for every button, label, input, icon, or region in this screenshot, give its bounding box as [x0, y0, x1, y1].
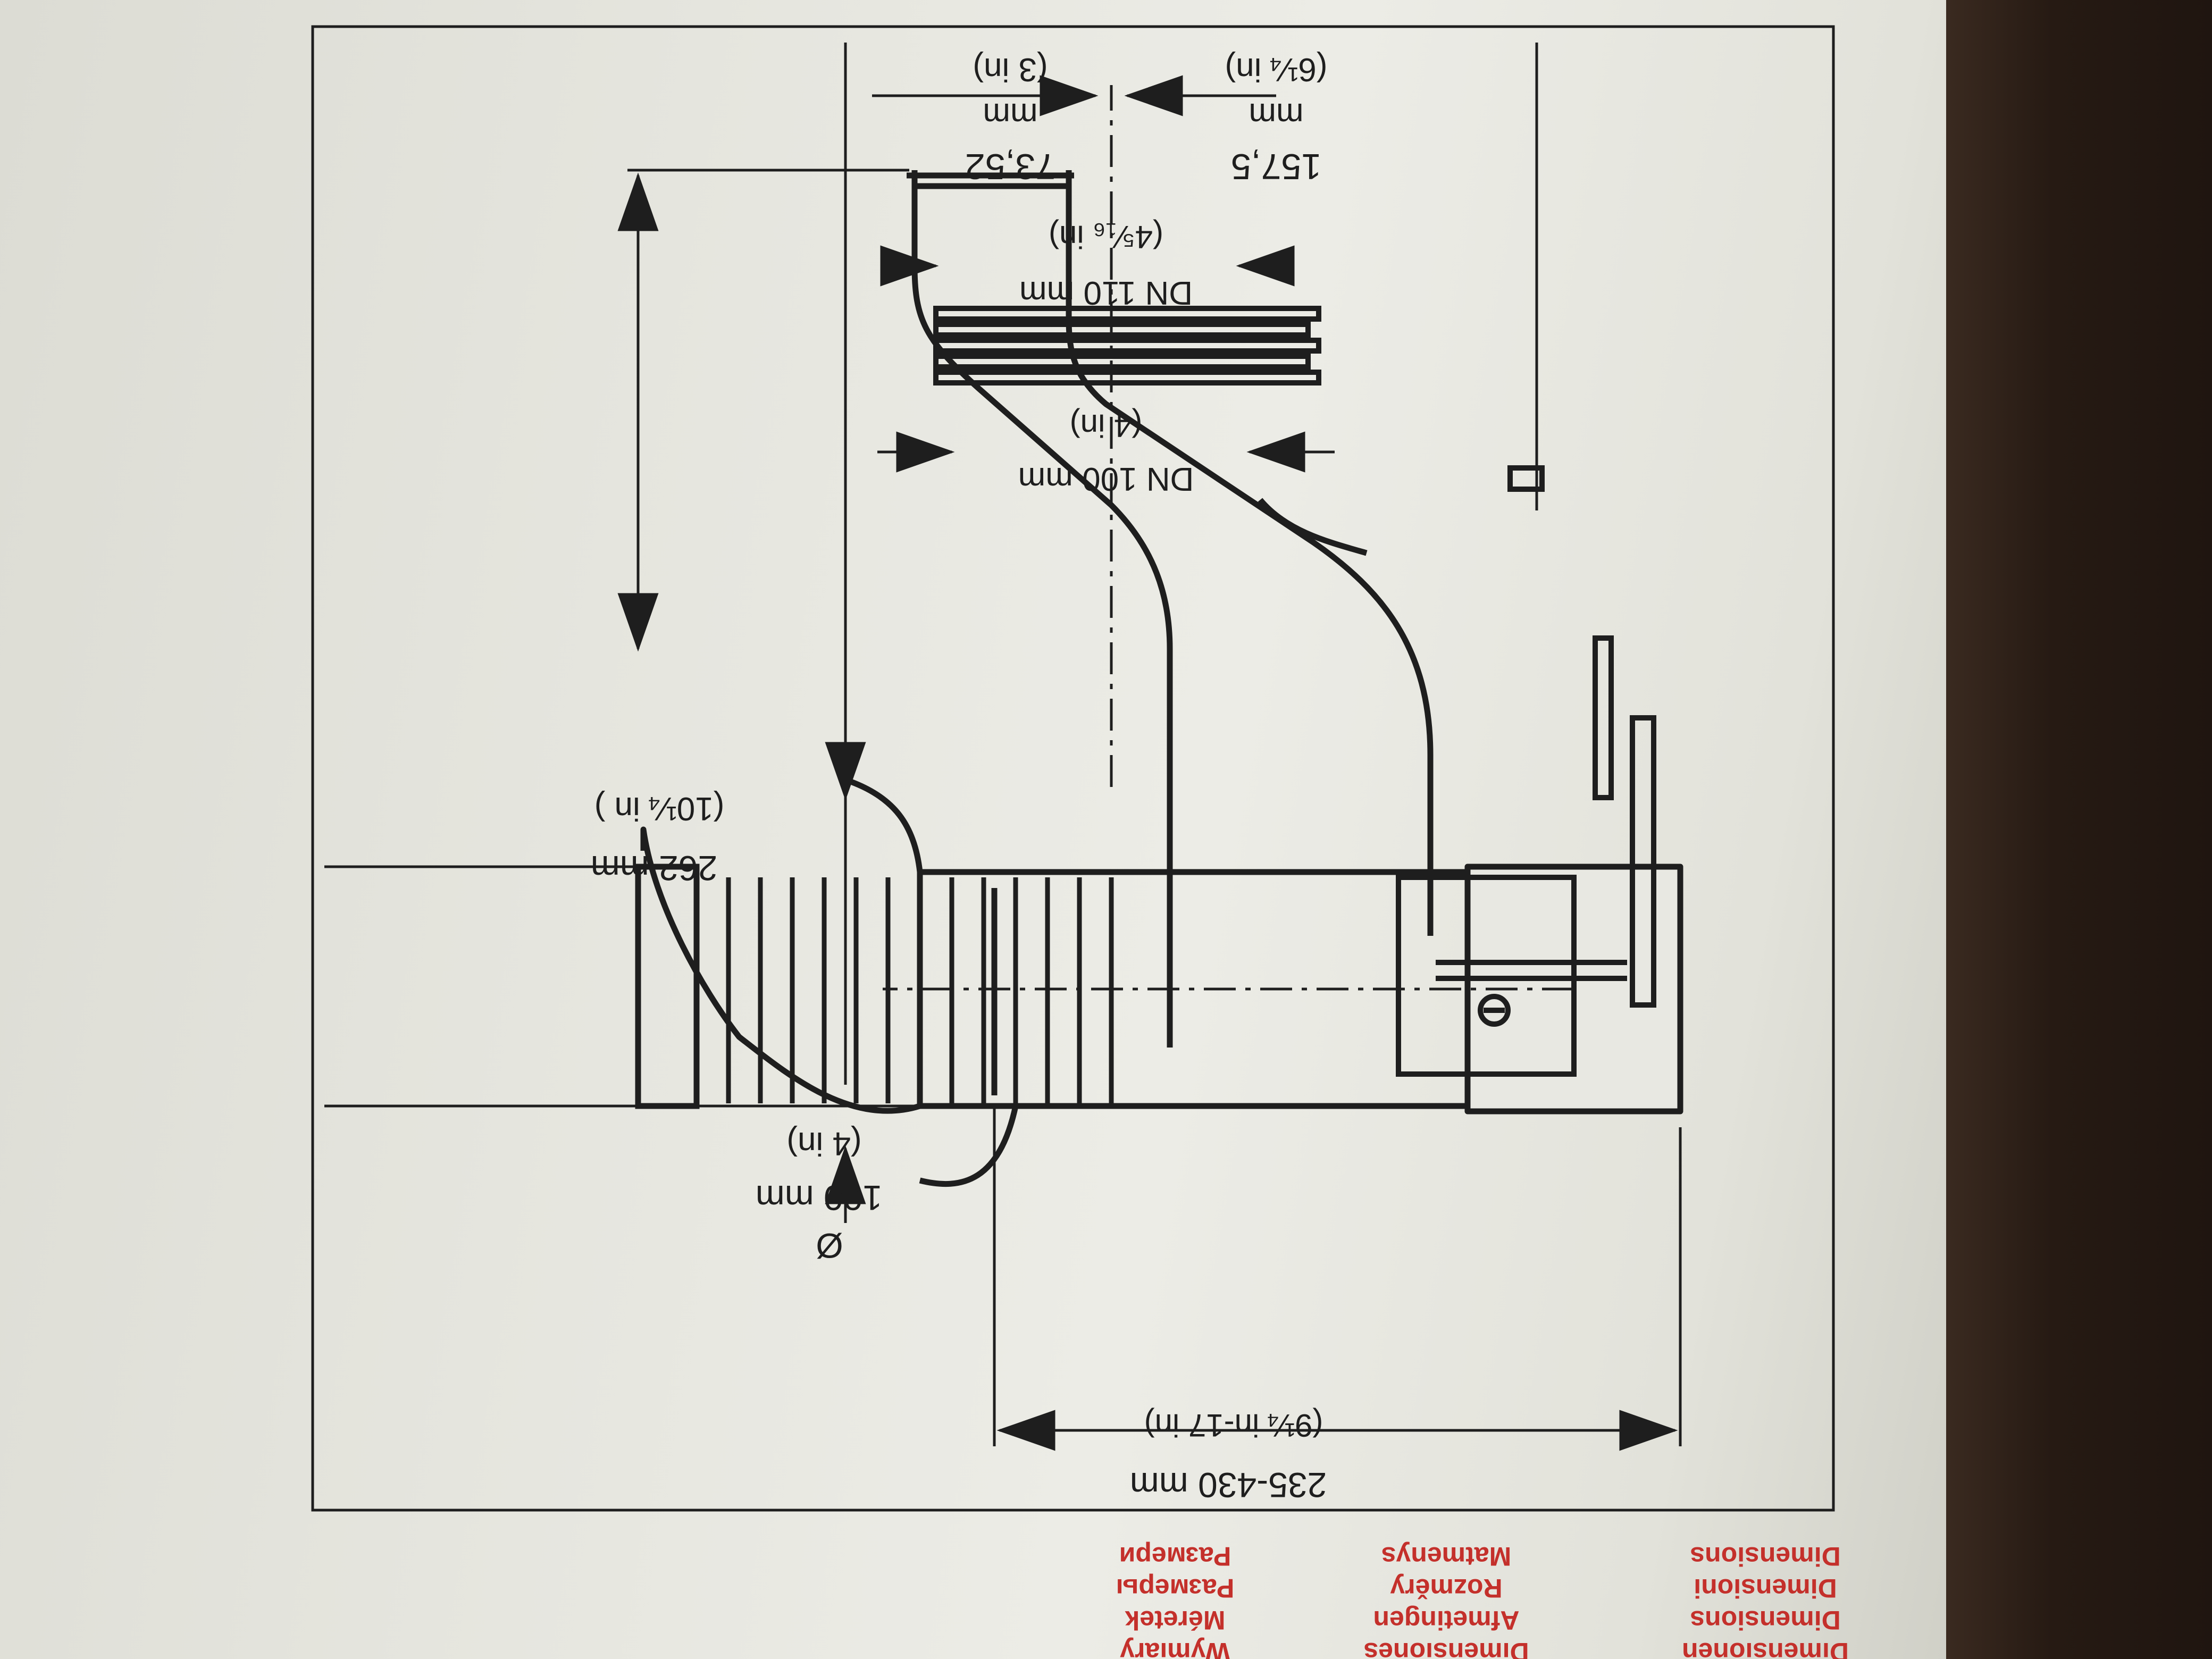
- bend-inner: [850, 778, 923, 873]
- heading-col2-line4: Matmenys: [1381, 1541, 1512, 1571]
- offset-b-in: (6¼ in): [1225, 51, 1328, 88]
- height-in: (10¼ in ): [594, 790, 725, 827]
- offset-a-in: (3 in): [973, 51, 1048, 88]
- dimensions-heading: Dimensionen Dimensions Dimensioni Dimens…: [1116, 1541, 1849, 1659]
- heading-col3-line2: Méretek: [1125, 1605, 1225, 1635]
- heading-col1-line2: Dimensions: [1690, 1605, 1840, 1635]
- table-surface: [1946, 0, 2212, 1659]
- socket-ring: [933, 322, 1311, 338]
- dn100-in: (4 in): [1070, 408, 1143, 443]
- elbow-crease: [1258, 498, 1368, 556]
- heading-col3-line4: Размеpи: [1119, 1541, 1231, 1571]
- adjuster-clamp: [1396, 465, 1656, 1077]
- socket-ring: [933, 354, 1311, 370]
- outlet-socket: [933, 306, 1321, 386]
- height-mm: 262 mm: [591, 849, 717, 888]
- drawing-frame: [311, 25, 1835, 1512]
- drawing-rotated-group: [311, 25, 1835, 1512]
- heading-col2-line1: Dimensiones: [1363, 1637, 1529, 1659]
- heading-col1-line3: Dimensioni: [1694, 1573, 1837, 1603]
- extension-lines: [324, 43, 1682, 1446]
- centerlines: [883, 85, 1574, 991]
- clamp-bolt: [1478, 994, 1511, 1027]
- inlet-dia-mm: 100 mm: [756, 1178, 882, 1218]
- heading-col2-line2: Afmetingen: [1373, 1605, 1520, 1635]
- overall-length-mm: 235-430 mm: [1130, 1465, 1327, 1505]
- adjuster-rod: [1593, 635, 1614, 800]
- heading-col1-line1: Dimensionen: [1682, 1637, 1849, 1659]
- overall-length-in: (9¼ in-17 in): [1144, 1407, 1323, 1443]
- socket-ring: [933, 370, 1321, 386]
- inlet-dia-in: (4 in): [786, 1125, 861, 1162]
- pan-connector-outline: [640, 778, 1683, 1187]
- bend-heel: [919, 1105, 1019, 1187]
- clamp-screw-head: [1507, 465, 1545, 492]
- adjuster-handle: [1630, 715, 1656, 1008]
- dimension-lines: [617, 75, 1678, 1451]
- heading-col3-line1: Wymiary: [1120, 1637, 1230, 1659]
- dn110-in: (4⁵⁄₁₆ in): [1049, 219, 1163, 255]
- dn110-mm: DN 110 mm: [1019, 274, 1193, 311]
- dn100-mm: DN 100 mm: [1018, 460, 1194, 497]
- offset-b-unit: mm: [1249, 96, 1303, 133]
- heading-col3-line3: Размеры: [1116, 1573, 1235, 1603]
- dimension-labels: 235-430 mm (9¼ in-17 in) Ø 100 mm (4 in)…: [591, 51, 1328, 1505]
- offset-a-unit: mm: [983, 96, 1037, 133]
- paper-sheet: [0, 0, 1967, 1659]
- socket-ring: [933, 338, 1321, 354]
- sleeve-collar: [635, 864, 700, 1109]
- offset-a-value: 73,52: [965, 146, 1055, 187]
- heading-col2-line3: Rozměry: [1390, 1573, 1502, 1603]
- socket-ring: [933, 306, 1321, 322]
- inlet-dia-symbol: Ø: [816, 1226, 843, 1266]
- offset-b-value: 157,5: [1231, 146, 1321, 187]
- heading-col1-line4: Dimensions: [1690, 1541, 1840, 1571]
